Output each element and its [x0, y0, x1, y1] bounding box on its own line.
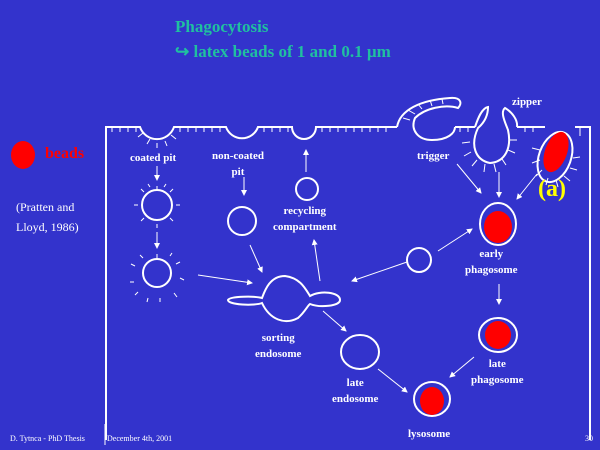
label-sorting-endosome: sorting endosome	[255, 330, 301, 362]
coated-vesicle	[141, 189, 173, 221]
hook-arrow-icon: ↪	[175, 42, 190, 61]
late-phagosome	[478, 317, 518, 353]
non-coated-vesicle	[227, 206, 257, 236]
label-lysosome: lysosome	[408, 428, 451, 440]
arrow-late-phago-to-lysosome	[449, 356, 475, 378]
arrow-sorting-to-recycling	[311, 239, 321, 282]
legend-bead-icon	[11, 141, 35, 169]
citation-line-2: Lloyd, 1986)	[16, 220, 79, 234]
arrows	[154, 149, 538, 393]
label-late-phago-2: phagosome	[471, 374, 524, 386]
label-late-endo-1: late	[346, 377, 364, 389]
lysosome	[413, 381, 451, 417]
sorting-endosome	[226, 274, 342, 322]
citation: (Pratten and Lloyd, 1986)	[16, 197, 79, 237]
zipper-cup	[473, 105, 519, 165]
arrow-noncoated-vesicle-to-sorting	[249, 244, 263, 273]
arrow-late-endosome-to-lysosome	[377, 368, 408, 393]
slide-title: Phagocytosis	[175, 17, 269, 36]
early-phagosome	[479, 202, 517, 246]
label-sorting-1: sorting	[261, 332, 295, 344]
label-early-phago-2: phagosome	[465, 264, 518, 276]
slide-subtitle: ↪ latex beads of 1 and 0.1 µm	[175, 42, 391, 62]
coated-vesicle-coat	[134, 183, 180, 228]
label-late-phagosome: late phagosome	[471, 356, 524, 388]
label-early-phagosome: early phagosome	[465, 246, 518, 278]
zipper-cup-spikes	[461, 139, 517, 173]
label-zipper: zipper	[512, 96, 542, 108]
coated-pit-coat	[137, 132, 177, 148]
subtitle-text: latex beads of 1 and 0.1 µm	[193, 42, 391, 61]
label-late-endo-2: endosome	[332, 393, 379, 405]
panel-tag: (a)	[538, 176, 566, 202]
engulfing-cup	[536, 130, 574, 184]
lysosome-bead	[420, 387, 444, 415]
membrane-ticks	[111, 127, 581, 136]
label-recycling-2: compartment	[273, 221, 337, 233]
label-early-phago-1: early	[479, 248, 504, 260]
engulfing-spikes	[531, 147, 581, 188]
trigger-ruffle-hatch	[402, 98, 444, 121]
footer-date: December 4th, 2001	[107, 434, 173, 443]
arrow-engulf-to-early	[516, 173, 538, 200]
label-trigger: trigger	[417, 150, 450, 162]
uncoating-vesicle	[142, 258, 172, 288]
detached-coat	[130, 252, 185, 303]
arrow-sorting-to-late-endosome	[322, 310, 347, 332]
label-late-endosome: late endosome	[332, 375, 378, 407]
cell-membrane	[105, 126, 397, 440]
footer-author: D. Tytnca - PhD Thesis	[10, 434, 85, 443]
legend-beads-label: beads	[45, 145, 85, 162]
recycling-vesicle	[295, 177, 319, 201]
label-sorting-2: endosome	[255, 348, 302, 360]
label-late-phago-1: late	[488, 358, 506, 370]
arrow-trigger-to-early	[456, 163, 482, 194]
label-recycling-compartment: recycling compartment	[273, 203, 337, 235]
label-coated-pit: coated pit	[130, 152, 177, 164]
arrow-uncoating-to-sorting	[197, 274, 253, 286]
arrow-phago-vesicle-to-sorting	[351, 261, 408, 283]
citation-line-1: (Pratten and	[16, 200, 75, 214]
label-non-coated-pit-2: pit	[231, 166, 245, 178]
trigger-ruffle	[396, 96, 462, 142]
label-recycling-1: recycling	[283, 205, 327, 217]
early-phagosome-bead	[484, 211, 512, 243]
late-phagosome-bead	[485, 321, 511, 349]
engulfing-bead	[543, 131, 569, 173]
label-non-coated-pit: non-coated pit	[212, 148, 264, 180]
phagosome-recycling-vesicle	[406, 247, 432, 273]
arrow-phago-vesicle-to-early	[437, 228, 473, 252]
late-endosome	[340, 334, 380, 370]
footer-page-number: 30	[585, 434, 593, 443]
cell-membrane-right	[455, 126, 591, 440]
label-non-coated-pit-1: non-coated	[212, 150, 264, 162]
